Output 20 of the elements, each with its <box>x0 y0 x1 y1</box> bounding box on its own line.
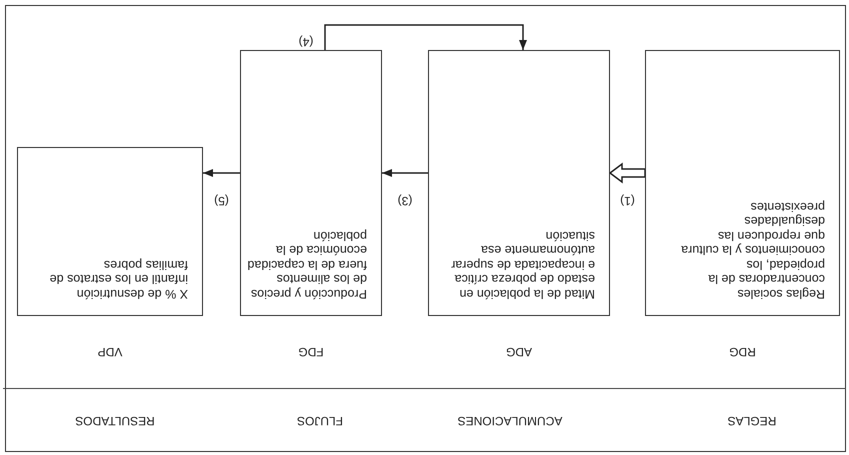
arrow <box>608 162 646 184</box>
box-heading: VDP <box>98 345 122 359</box>
edge-label: (5) <box>213 194 230 208</box>
column-header: FLUJOS <box>297 414 343 428</box>
edge-label: (4) <box>298 35 314 49</box>
arrow <box>324 24 527 50</box>
box-heading: ADG <box>506 345 532 359</box>
column-header: REGLAS <box>728 414 776 428</box>
arrow <box>203 169 240 177</box>
edge-label: (1) <box>619 194 636 208</box>
column-header: RESULTADOS <box>75 414 155 428</box>
column-header: ACUMULACIONES <box>458 414 562 428</box>
arrow <box>382 169 428 177</box>
box-heading: RDG <box>729 345 756 359</box>
box-heading: FDG <box>298 345 324 359</box>
text-box: X % de desnutrición infantil en los estratos de familias pobres <box>17 147 203 316</box>
text-box: Mitad de la población en estado de pobreza crítica e incapacitada de superar autónomamente esa situación <box>428 50 610 316</box>
text-box: Producción y precios de los alimentos fuera de la capacidad económica de la población <box>240 50 382 316</box>
edge-label: (3) <box>396 194 414 208</box>
text-box: Reglas sociales concentradoras de la propiedad, los conocimientos y la cultura que reproducen las desigualdades preexistentes <box>645 50 840 316</box>
